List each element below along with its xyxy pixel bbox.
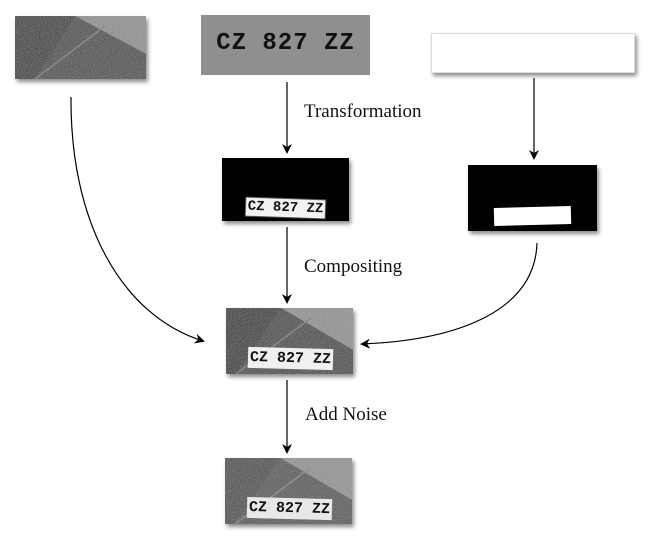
transformation-label: Transformation	[304, 101, 422, 122]
arrow-mask-to-composite	[360, 242, 538, 349]
final-noisy-image: CZ 827 ZZ	[225, 458, 352, 524]
composited-image: CZ 827 ZZ	[226, 308, 353, 374]
plate-template-image: CZ 827 ZZ	[201, 15, 370, 75]
background-road-image	[15, 16, 146, 79]
arrow-background-to-composite	[70, 96, 205, 344]
transformed-mask-image	[468, 165, 597, 231]
compositing-label: Compositing	[304, 256, 403, 277]
blank-mask-image	[431, 33, 635, 73]
add-noise-label: Add Noise	[305, 404, 387, 425]
transformed-plate-image: CZ 827 ZZ	[222, 158, 349, 221]
plate-template-text: CZ 827 ZZ	[216, 30, 355, 57]
